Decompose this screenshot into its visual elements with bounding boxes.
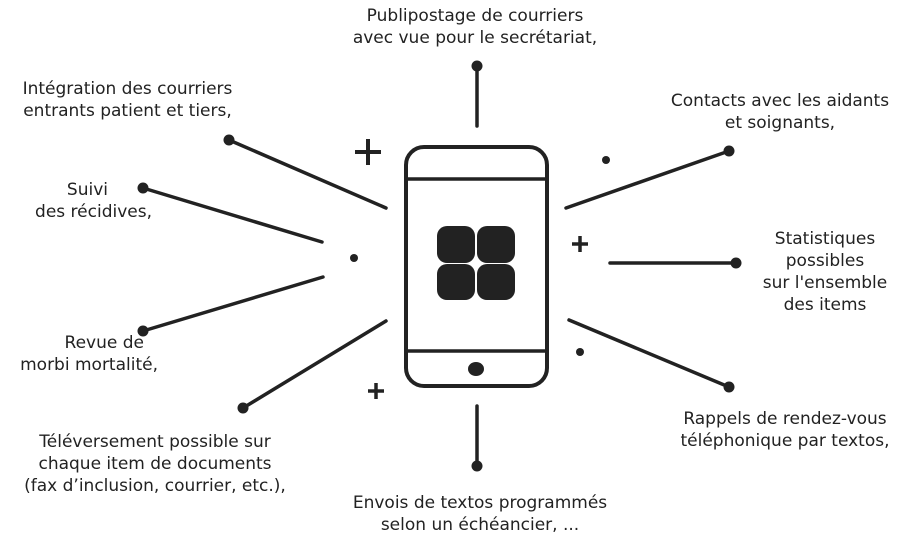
connector-televersement: [241, 319, 388, 410]
connector-contacts: [564, 149, 731, 210]
decorative-dot: [350, 254, 358, 262]
label-statistiques: Statistiques possibles sur l'ensemble de…: [762, 229, 888, 315]
endpoint-dot: [730, 257, 742, 269]
label-contacts: Contacts avec les aidants et soignants,: [670, 91, 890, 133]
label-publipostage: Publipostage de courriers avec vue pour …: [352, 6, 598, 48]
endpoint-dot: [237, 402, 249, 414]
home-button-icon: [468, 362, 484, 376]
label-integration: Intégration des courriers entrants patie…: [22, 79, 233, 121]
connector-revue: [141, 275, 325, 333]
connector-rappels: [567, 318, 731, 389]
decorative-dot: [576, 348, 584, 356]
label-revue: Revue de morbi mortalité,: [20, 333, 158, 375]
endpoint-dot: [723, 145, 735, 157]
label-suivi: Suivi des récidives,: [35, 180, 152, 222]
endpoint-dot: [137, 182, 149, 194]
endpoint-dot: [223, 134, 235, 146]
decorative-dot: [602, 156, 610, 164]
endpoint-dot: [723, 381, 735, 393]
connector-suivi: [141, 186, 324, 244]
endpoint-dot: [471, 460, 483, 472]
label-rappels: Rappels de rendez-vous téléphonique par …: [680, 409, 890, 451]
label-televersement: Téléversement possible sur chaque item d…: [24, 432, 286, 496]
plus-icon: [368, 383, 384, 399]
app-grid-icon: [437, 226, 515, 300]
smartphone-icon: [404, 145, 549, 388]
connector-integration: [227, 138, 388, 210]
plus-icon: [572, 236, 588, 252]
endpoint-dot: [137, 325, 149, 337]
endpoint-dot: [471, 60, 483, 72]
label-envois: Envois de textos programmés selon un éch…: [352, 493, 608, 535]
plus-icon: [355, 139, 381, 165]
